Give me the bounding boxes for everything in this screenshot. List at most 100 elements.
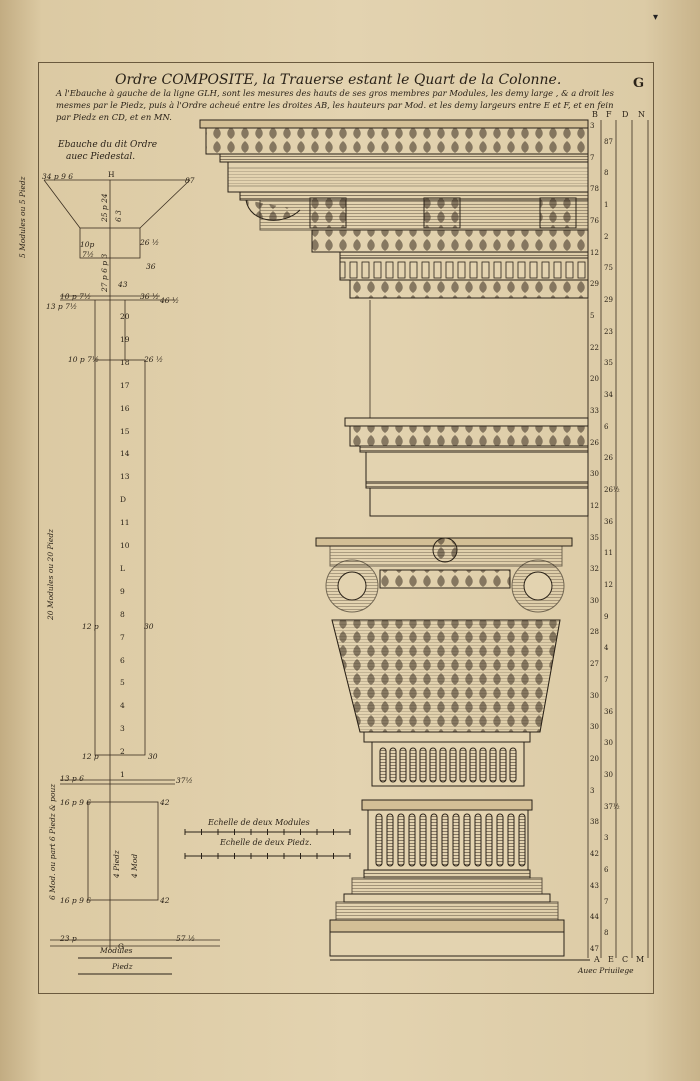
ped-label: 16 p 9 6 — [60, 896, 92, 905]
measure-value: 34 — [604, 391, 613, 400]
ent-label: 13 p 7½ — [46, 302, 78, 311]
column-scale-number: 17 — [120, 380, 130, 390]
measure-value: 26 — [590, 438, 599, 447]
column-scale-number: 5 — [120, 678, 125, 688]
ent-label: 36 ½ — [140, 292, 160, 301]
flute — [452, 813, 460, 867]
description-line-1: A l'Ebauche à gauche de la ligne GLH, so… — [56, 88, 614, 98]
description-line-2: mesmes par le Piedz, puis à l'Ordre ache… — [56, 100, 614, 110]
col-letter-n: N — [638, 110, 645, 119]
measure-value: 35 — [590, 533, 599, 542]
measure-value: 30 — [604, 739, 613, 748]
flute — [489, 747, 497, 783]
measure-value: 4 — [604, 644, 609, 653]
ent-label: 26 ½ — [140, 238, 160, 247]
measure-value: 11 — [604, 549, 613, 558]
ped-label: 16 p 9 6 — [60, 798, 92, 807]
col-mark: 30 — [148, 752, 158, 761]
base — [329, 869, 590, 961]
col-letter-f: F — [606, 110, 612, 119]
architrave — [344, 417, 589, 517]
column-scale-number: 16 — [120, 403, 130, 413]
ent-label: 46 ½ — [160, 296, 180, 305]
flute — [379, 747, 387, 783]
ped-label: 57 ½ — [176, 934, 196, 943]
col-mark: 10 p 7½ — [68, 355, 100, 364]
column-scale-number: 13 — [120, 472, 130, 482]
measure-value: 12 — [590, 501, 599, 510]
measure-value: 7 — [590, 153, 595, 162]
column-scale-number: 7 — [120, 632, 125, 642]
flute — [474, 813, 482, 867]
column-scale-number: 18 — [120, 357, 130, 367]
flute — [375, 813, 383, 867]
measure-value: 26½ — [604, 486, 620, 495]
flute — [507, 813, 515, 867]
measure-value: 75 — [604, 264, 613, 273]
col-mark: 13 p 6 — [60, 774, 84, 783]
scale-piedz-label: Echelle de deux Piedz. — [220, 838, 312, 847]
sheet-letter: G — [633, 76, 645, 91]
column-scale-number: 15 — [120, 426, 130, 436]
sketch-title-1: Ebauche du dit Ordre — [58, 140, 158, 150]
flute — [463, 813, 471, 867]
col-letter-a: A — [594, 955, 600, 964]
col-letter-c: C — [622, 955, 629, 964]
measure-value: 42 — [590, 850, 599, 859]
measure-value: 38 — [590, 818, 599, 827]
flute — [430, 813, 438, 867]
column-scale-number: 14 — [120, 449, 130, 459]
flute — [408, 813, 416, 867]
column-scale-number: D — [120, 495, 127, 505]
measure-value: 87 — [604, 137, 613, 146]
flute — [386, 813, 394, 867]
measure-value: 32 — [590, 565, 599, 574]
flute — [479, 747, 487, 783]
bottom-modules-label: Modules — [100, 946, 133, 955]
measure-value: 20 — [590, 755, 599, 764]
ped-label: G — [118, 942, 124, 951]
col-mark: 12 p — [82, 622, 99, 631]
ped-label: 42 — [160, 896, 170, 905]
col-mark: 30 — [144, 622, 154, 631]
flute — [429, 747, 437, 783]
measure-value: 12 — [604, 580, 613, 589]
measure-value: 35 — [604, 359, 613, 368]
col-mark: 26 ½ — [144, 355, 164, 364]
measure-value: 37½ — [604, 802, 620, 811]
shaft — [361, 741, 533, 871]
cornice — [199, 119, 589, 299]
description-line-3: par Piedz en CD, et en MN. — [56, 112, 172, 122]
column-scale-number: 6 — [120, 655, 125, 665]
flute — [439, 747, 447, 783]
measure-value: 7 — [604, 675, 609, 684]
scale-bars — [78, 829, 351, 975]
flute — [419, 747, 427, 783]
plate-title: Ordre COMPOSITE, la Trauerse estant le Q… — [115, 72, 562, 88]
measure-value: 8 — [604, 169, 609, 178]
measure-value: 36 — [604, 517, 613, 526]
measure-value: 29 — [590, 280, 599, 289]
sketch-top-h: H — [108, 170, 115, 179]
measure-value: 26 — [604, 454, 613, 463]
column-scale-number: 2 — [120, 747, 125, 757]
measure-value: 30 — [604, 770, 613, 779]
column-scale-number: 8 — [120, 609, 125, 619]
measure-value: 20 — [590, 375, 599, 384]
measure-value: 36 — [604, 707, 613, 716]
col-letter-e: E — [608, 955, 614, 964]
plate-border — [38, 62, 654, 994]
ped-label: 23 p — [60, 934, 77, 943]
flute — [397, 813, 405, 867]
col-mark: 37½ — [176, 776, 193, 785]
flute — [449, 747, 457, 783]
measure-value: 1 — [604, 201, 609, 210]
measure-value: 27 — [590, 660, 599, 669]
flute — [419, 813, 427, 867]
ped-label: 42 — [160, 798, 170, 807]
column-scale-number: 4 — [120, 701, 125, 711]
sketch-title-2: auec Piedestal. — [66, 152, 136, 162]
column-scale-number: 1 — [120, 770, 125, 779]
column-scale-number: L — [120, 563, 125, 573]
